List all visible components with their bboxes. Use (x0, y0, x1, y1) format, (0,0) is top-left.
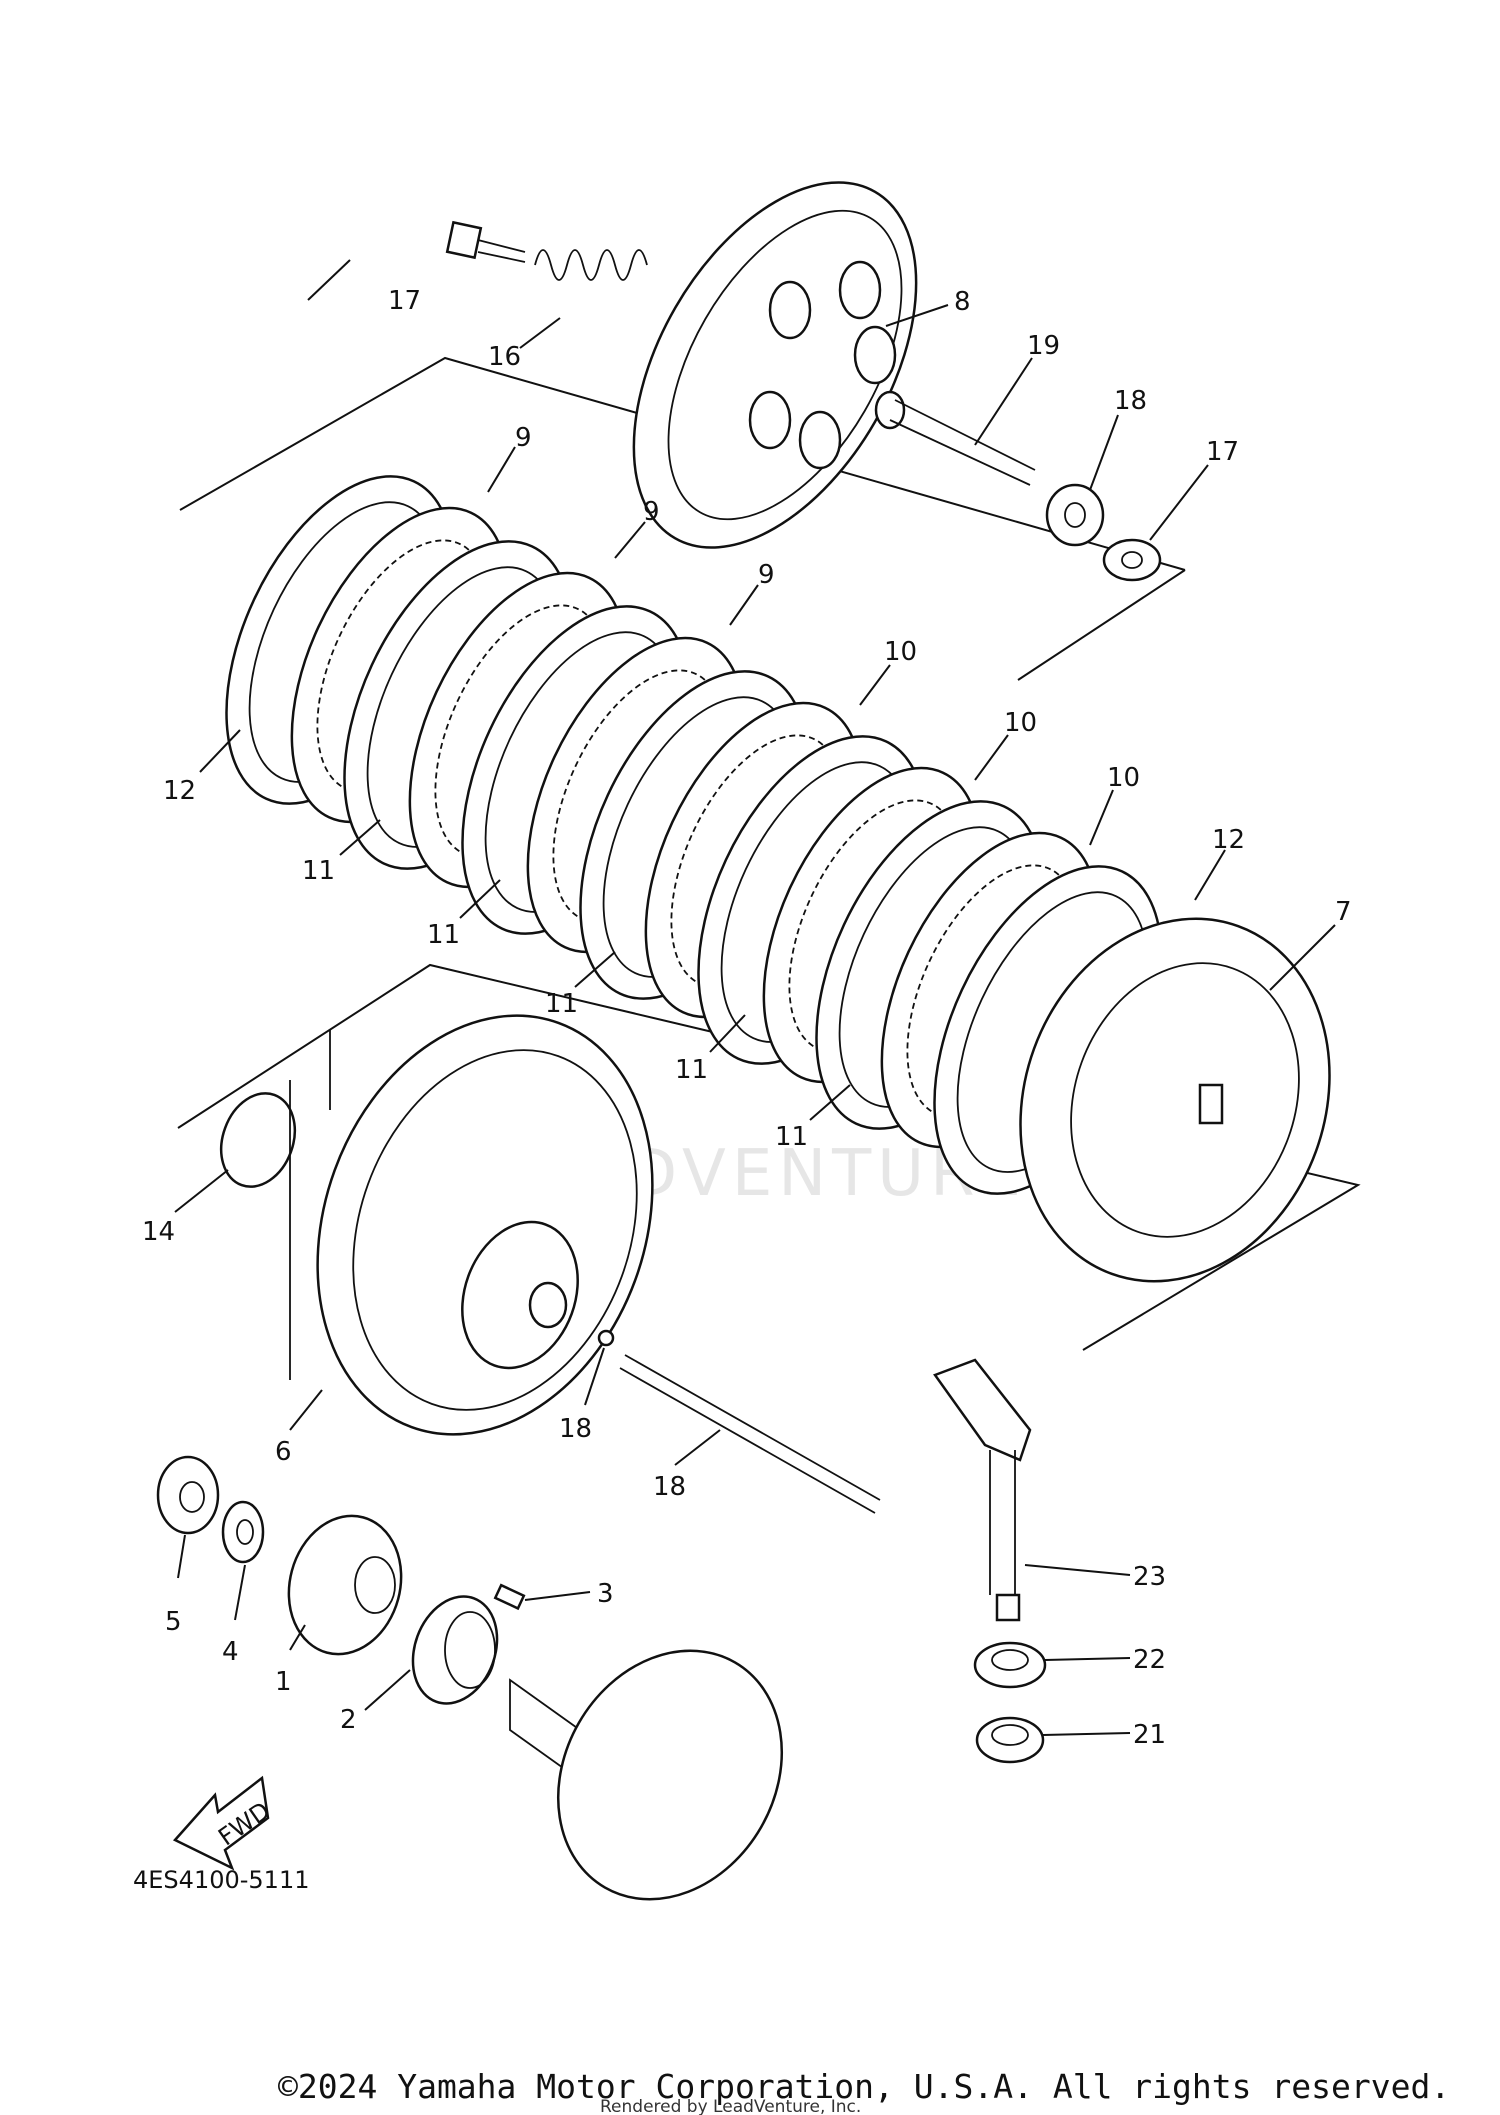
callout-10-b[interactable]: 10 (1004, 708, 1037, 738)
callout-5[interactable]: 5 (165, 1607, 182, 1637)
push-rod-2 (619, 1354, 881, 1514)
callout-10-a[interactable]: 10 (884, 637, 917, 667)
primary-drive-gear-washer (221, 1500, 265, 1564)
callout-11-d[interactable]: 11 (675, 1055, 708, 1085)
callout-9-a[interactable]: 9 (515, 423, 532, 453)
callout-7[interactable]: 7 (1335, 897, 1352, 927)
ball (597, 1329, 615, 1347)
callout-21[interactable]: 21 (1133, 1720, 1166, 1750)
callout-19[interactable]: 18 (653, 1472, 686, 1502)
pressure-plate-washer (1102, 538, 1162, 582)
callout-9-c[interactable]: 9 (758, 560, 775, 590)
pressure-plate-nut (1045, 483, 1105, 547)
callout-11-e[interactable]: 11 (775, 1122, 808, 1152)
callout-18[interactable]: 19 (1027, 331, 1060, 361)
callout-16[interactable]: 17 (1206, 437, 1239, 467)
callout-10-c[interactable]: 10 (1107, 763, 1140, 793)
diagram-code: 4ES4100-5111 (133, 1866, 309, 1894)
fwd-arrow[interactable]: FWD (172, 1775, 275, 1871)
primary-drive-gear (287, 1514, 403, 1656)
callout-4[interactable]: 4 (222, 1637, 239, 1667)
upper-assembly-frame-right (1017, 569, 1186, 681)
oil-seal (973, 1641, 1047, 1689)
copyright-notice: ©2024 Yamaha Motor Corporation, U.S.A. A… (278, 2067, 1450, 2106)
callout-11-c[interactable]: 11 (545, 989, 578, 1019)
pressure-plate (632, 181, 918, 549)
callout-14[interactable]: 17 (388, 286, 421, 316)
callout-2[interactable]: 2 (340, 1705, 357, 1735)
callout-6[interactable]: 6 (275, 1437, 292, 1467)
callout-22[interactable]: 22 (1133, 1645, 1166, 1675)
callout-12-b[interactable]: 12 (1212, 825, 1245, 855)
upper-assembly-frame (179, 356, 1186, 571)
straight-key (493, 1583, 526, 1611)
callout-23[interactable]: 23 (1133, 1562, 1166, 1592)
rendered-by-notice: Rendered by LeadVenture, Inc. (600, 2097, 861, 2115)
callout-11-a[interactable]: 11 (302, 856, 335, 886)
clutch-housing (289, 1014, 654, 1436)
clutch-spring (534, 249, 648, 281)
callout-1[interactable]: 1 (275, 1667, 292, 1697)
callout-layer: 17 16 8 19 18 17 9 9 9 10 10 10 12 7 12 … (142, 259, 1352, 1750)
callout-8[interactable]: 8 (954, 287, 971, 317)
callout-17[interactable]: 18 (1114, 386, 1147, 416)
primary-drive-gear-nut (156, 1455, 220, 1535)
clutch-boss (1019, 917, 1331, 1283)
bearing (975, 1716, 1045, 1764)
push-rod (874, 390, 1036, 486)
callout-13[interactable]: 16 (488, 342, 521, 372)
lock-washer (219, 1092, 297, 1188)
callout-15[interactable]: 14 (142, 1217, 175, 1247)
callout-3[interactable]: 3 (597, 1579, 614, 1609)
callout-12-a[interactable]: 12 (163, 776, 196, 806)
callout-11-b[interactable]: 11 (427, 920, 460, 950)
clutch-plate-stack (225, 475, 1163, 1195)
callout-9-b[interactable]: 9 (643, 497, 660, 527)
push-lever-shaft (933, 1358, 1032, 1622)
crankshaft (509, 1649, 784, 1901)
clutch-spring-bolt (445, 220, 526, 263)
callout-20[interactable]: 18 (559, 1414, 592, 1444)
